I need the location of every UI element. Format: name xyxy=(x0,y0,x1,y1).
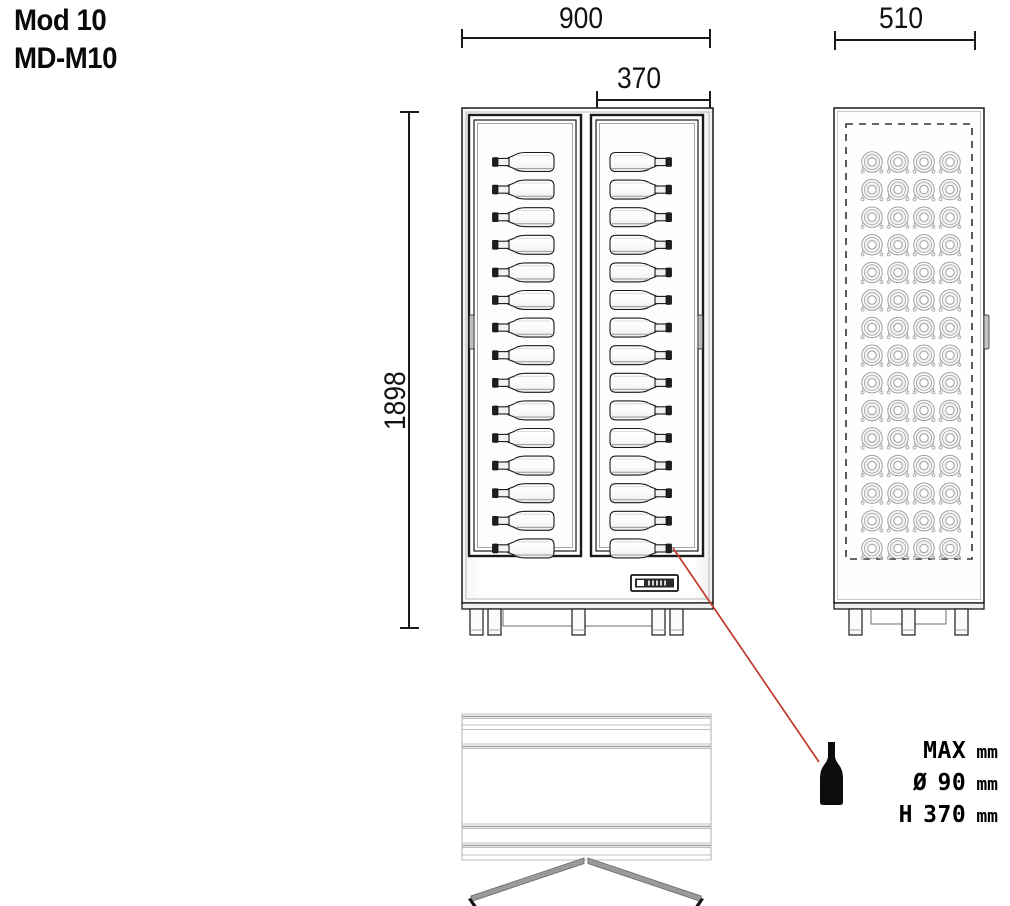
control-panel[interactable] xyxy=(630,574,679,592)
door-swing-left[interactable] xyxy=(468,857,585,906)
spec-max-label: MAX xyxy=(923,738,967,764)
spec-height-unit: mm xyxy=(976,806,998,827)
front-door-left[interactable] xyxy=(467,113,583,558)
door-handle-right[interactable] xyxy=(697,314,703,350)
spec-row-diameter: Ø 90 mm xyxy=(700,770,998,796)
door-swing-right[interactable] xyxy=(587,857,704,906)
dimension-label-door-width: 370 xyxy=(617,62,662,95)
door-handle-left[interactable] xyxy=(469,314,475,350)
side-elevation-view xyxy=(833,107,990,636)
bottle-spec-block: MAX mm Ø 90 mm H 370 mm xyxy=(700,738,998,828)
dimension-label-width: 900 xyxy=(559,2,604,35)
title-block: Mod 10 MD-M10 xyxy=(14,2,274,78)
top-plan-view xyxy=(461,713,712,906)
model-code: MD-M10 xyxy=(14,42,118,75)
spec-row-height: H 370 mm xyxy=(700,802,998,828)
spec-height-label: H xyxy=(898,802,913,828)
spec-diameter-value: 90 xyxy=(937,770,967,796)
dimension-label-depth: 510 xyxy=(879,2,924,35)
cabinet-base-side xyxy=(833,602,985,636)
front-elevation-view xyxy=(461,107,714,636)
door-handle-side[interactable] xyxy=(983,314,990,350)
diameter-symbol-icon: Ø xyxy=(912,770,928,796)
spec-max-unit: mm xyxy=(976,742,998,763)
spec-height-value: 370 xyxy=(923,802,967,828)
spec-diameter-unit: mm xyxy=(976,774,998,795)
model-name: Mod 10 xyxy=(14,4,107,37)
spec-row-max: MAX mm xyxy=(700,738,998,764)
bottle-callout-icon xyxy=(820,742,843,805)
